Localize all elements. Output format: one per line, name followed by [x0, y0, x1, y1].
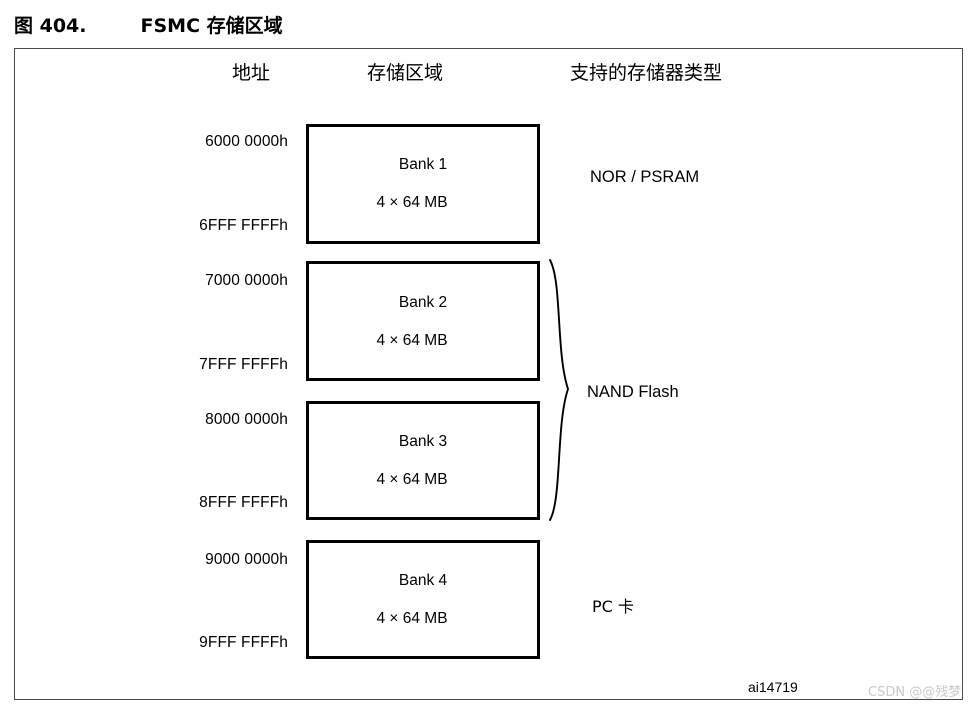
address-start-bank-4: 9000 0000h — [205, 551, 288, 568]
bank-2-size: 4 × 64 MB — [376, 332, 448, 349]
address-end-bank-1: 6FFF FFFFh — [199, 217, 288, 234]
memory-type-nand-flash: NAND Flash — [587, 383, 679, 401]
bank-box-1: Bank 1 4 × 64 MB — [306, 124, 540, 244]
address-end-bank-2: 7FFF FFFFh — [199, 356, 288, 373]
bank-4-size: 4 × 64 MB — [376, 610, 448, 627]
address-start-bank-1: 6000 0000h — [205, 133, 288, 150]
address-start-bank-2: 7000 0000h — [205, 272, 288, 289]
bank-box-2: Bank 2 4 × 64 MB — [306, 261, 540, 381]
address-end-bank-4: 9FFF FFFFh — [199, 634, 288, 651]
figure-number: 图 404. — [14, 14, 87, 37]
bank-2-name: Bank 2 — [398, 294, 448, 311]
figure-caption: 图 404. FSMC 存储区域 — [14, 8, 283, 40]
address-start-bank-3: 8000 0000h — [205, 411, 288, 428]
address-end-bank-3: 8FFF FFFFh — [199, 494, 288, 511]
column-header-memory-types: 支持的存储器类型 — [570, 62, 723, 84]
bank-4-name: Bank 4 — [398, 572, 448, 589]
memory-type-nor-psram: NOR / PSRAM — [590, 168, 700, 186]
column-header-address: 地址 — [232, 62, 271, 84]
bank-1-size: 4 × 64 MB — [376, 194, 448, 211]
figure-id: ai14719 — [748, 679, 798, 695]
bank-3-size: 4 × 64 MB — [376, 471, 448, 488]
bank-3-name: Bank 3 — [398, 433, 448, 450]
nand-flash-brace-icon — [549, 259, 570, 521]
bank-box-4: Bank 4 4 × 64 MB — [306, 540, 540, 659]
memory-type-pc-card: PC 卡 — [592, 597, 634, 616]
csdn-watermark: CSDN @@残梦 — [868, 685, 962, 700]
column-header-region: 存储区域 — [367, 62, 444, 84]
bank-1-name: Bank 1 — [398, 156, 448, 173]
bank-box-3: Bank 3 4 × 64 MB — [306, 401, 540, 520]
figure-title: FSMC 存储区域 — [140, 14, 283, 37]
